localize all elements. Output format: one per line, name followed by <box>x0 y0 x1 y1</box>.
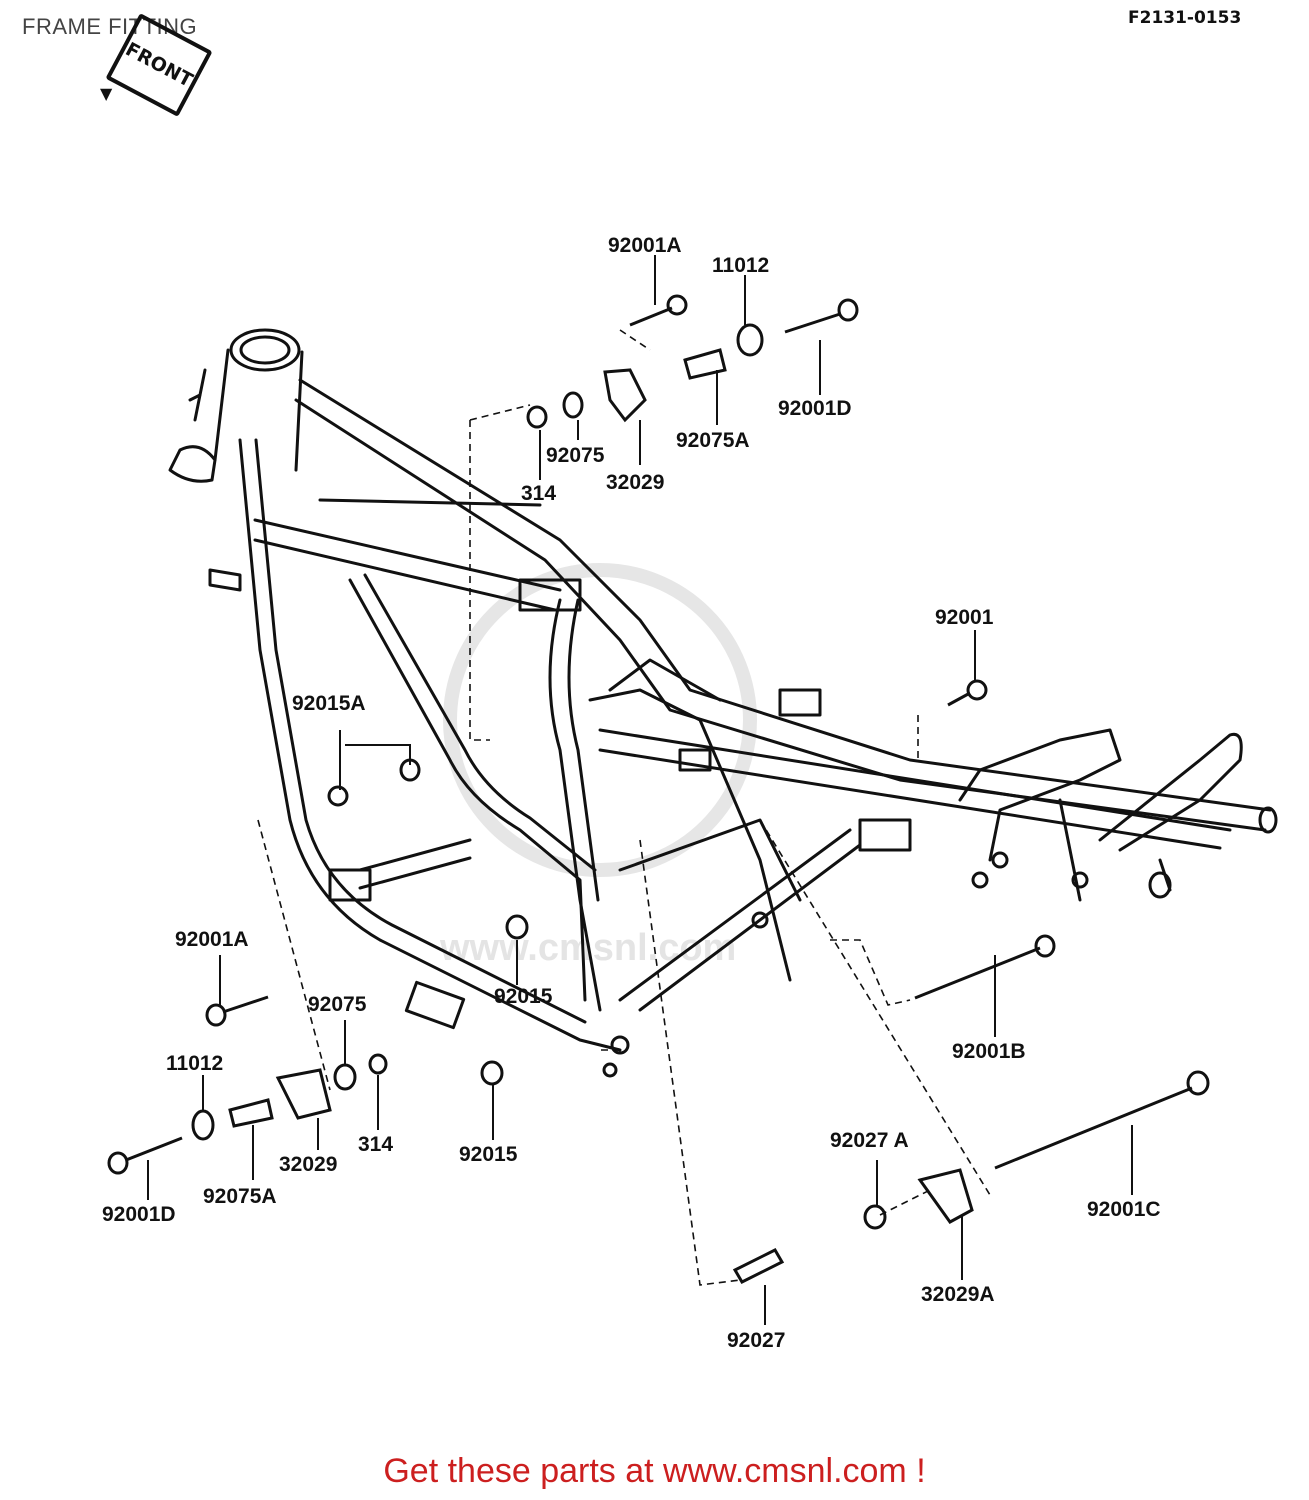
leader-lines <box>147 255 1133 1325</box>
collar-92027 <box>732 1248 785 1284</box>
steering-head <box>168 328 304 483</box>
label-92075-top: 92075 <box>546 444 605 467</box>
label-92001: 92001 <box>935 606 994 629</box>
label-92015-low: 92015 <box>459 1143 518 1166</box>
label-92075A-top: 92075A <box>676 429 750 452</box>
nut-314-left <box>368 1053 388 1075</box>
label-92015A: 92015A <box>292 692 366 715</box>
bolt-92001C <box>994 1070 1210 1170</box>
label-92075-left: 92075 <box>308 993 367 1016</box>
label-32029-top: 32029 <box>606 471 664 494</box>
nut-92015-low <box>480 1060 504 1086</box>
bracket-32029-left <box>275 1068 332 1120</box>
label-314-top: 314 <box>521 482 556 505</box>
label-92027: 92027 <box>727 1329 785 1352</box>
label-32029-left: 32029 <box>279 1153 337 1176</box>
label-92001D-top: 92001D <box>778 397 852 420</box>
label-314-left: 314 <box>358 1133 393 1156</box>
bracket-32029-top <box>603 368 647 423</box>
dashed-assembly-lines <box>257 329 991 1286</box>
label-92001A-left: 92001A <box>175 928 249 951</box>
bracket-32029A <box>917 1168 974 1224</box>
front-arrow-icon: ▼ <box>100 84 113 103</box>
label-92001A-top: 92001A <box>608 234 682 257</box>
label-92001C: 92001C <box>1087 1198 1161 1221</box>
collar-92075-left <box>333 1063 357 1091</box>
nut-92015-mid <box>505 914 529 940</box>
collar-92075-top <box>562 391 584 419</box>
label-92001D-left: 92001D <box>102 1203 176 1226</box>
label-11012-left: 11012 <box>166 1052 223 1075</box>
collar-92075A-top <box>683 348 727 380</box>
label-32029A: 32029A <box>921 1283 995 1306</box>
part-labels: 92001A 11012 92001D 92075A 92075 32029 3… <box>102 234 1161 1352</box>
footer-parts-link[interactable]: Get these parts at www.cmsnl.com ! <box>383 1452 926 1490</box>
label-92001B: 92001B <box>952 1040 1026 1063</box>
loose-parts <box>107 294 1210 1284</box>
label-11012-top: 11012 <box>712 254 769 277</box>
nut-314-top <box>526 405 548 429</box>
nut-92015A <box>327 758 421 807</box>
label-92075A-left: 92075A <box>203 1185 277 1208</box>
label-92027A: 92027 A <box>830 1129 909 1152</box>
nut-92027A <box>863 1204 887 1230</box>
bolt-92001 <box>947 679 988 707</box>
bolt-92001A-left <box>205 995 269 1027</box>
bolt-92001A-top <box>629 294 688 327</box>
bolt-92001D-left <box>107 1136 183 1175</box>
top-tube <box>298 378 1272 812</box>
washer-11012-left <box>191 1109 215 1141</box>
collar-92075A-left <box>228 1098 274 1128</box>
bolt-92001D-top <box>784 298 859 334</box>
frame-drawing <box>168 328 1278 1078</box>
drawing-code: F2131-0153 <box>1128 8 1242 28</box>
bolt-92001B <box>914 934 1056 1000</box>
washer-11012-top <box>736 323 764 357</box>
down-tube-left <box>238 438 622 1052</box>
label-92015-mid: 92015 <box>494 985 553 1008</box>
diagram-title: FRAME FITTING <box>22 14 198 39</box>
